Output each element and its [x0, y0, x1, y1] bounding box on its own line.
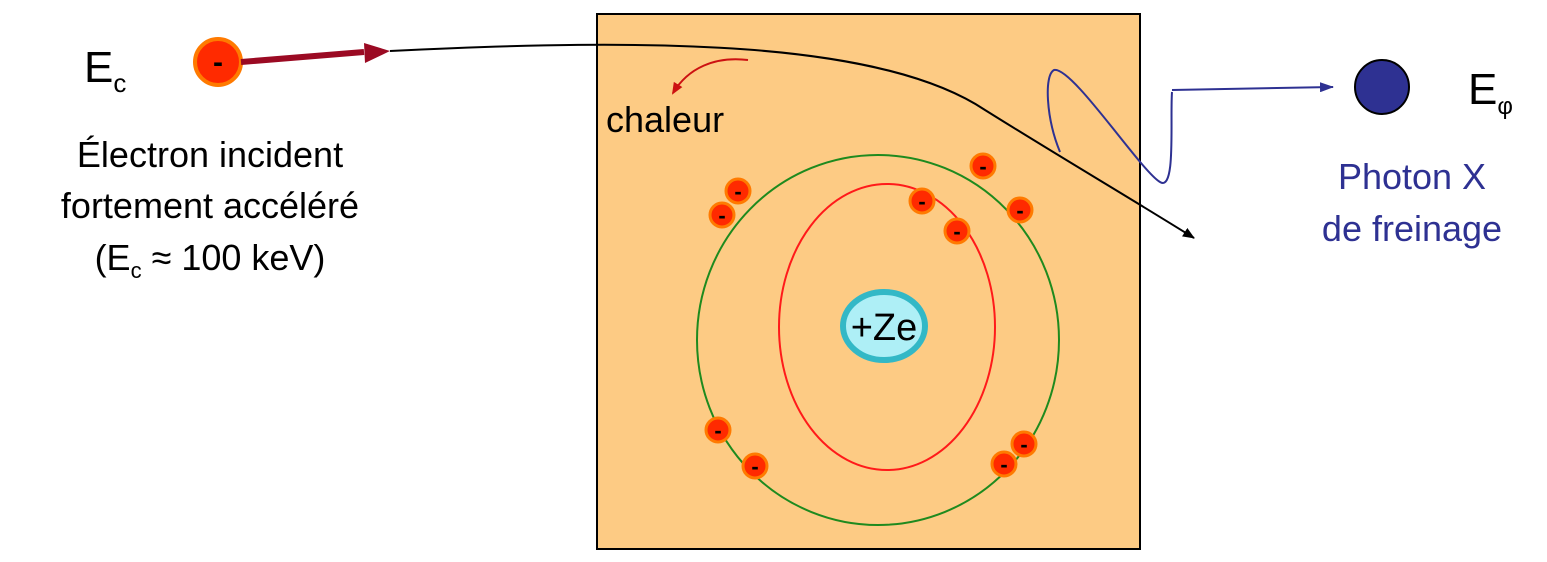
svg-text:-: - [714, 418, 721, 443]
orbital-electron: - [704, 416, 732, 444]
incident-electron-sign: - [213, 46, 223, 79]
incident-desc-line1: Électron incident [77, 134, 343, 175]
nucleus-label: +Ze [851, 307, 918, 349]
incident-energy-label: Ec [84, 43, 126, 98]
outer-orbit [696, 154, 1060, 526]
photon-label-line2: de freinage [1322, 208, 1502, 249]
orbital-electron: - [1010, 430, 1038, 458]
svg-text:-: - [953, 219, 960, 244]
inner-orbit [778, 183, 996, 471]
svg-text:-: - [751, 454, 758, 479]
incident-desc-line3: (Ec ≈ 100 keV) [95, 237, 326, 283]
orbital-electron: - [1006, 196, 1034, 224]
photon [1354, 59, 1410, 115]
svg-text:-: - [918, 189, 925, 214]
svg-text:-: - [1020, 432, 1027, 457]
orbital-electron: - [969, 152, 997, 180]
heat-arrow [671, 58, 749, 95]
orbital-electron: - [708, 201, 736, 229]
orbital-electron: - [741, 452, 769, 480]
svg-text:-: - [1000, 452, 1007, 477]
svg-text:-: - [718, 203, 725, 228]
heat-label: chaleur [606, 99, 724, 140]
orbital-electron: - [724, 177, 752, 205]
electron-trajectory [389, 43, 1195, 239]
nucleus [840, 289, 928, 363]
photon-energy-label: Eφ [1468, 65, 1513, 120]
orbital-electron: - [990, 450, 1018, 478]
incident-velocity-arrow [240, 49, 365, 65]
incident-desc-line2: fortement accéléré [61, 185, 359, 226]
photon-arrow [1171, 82, 1334, 93]
orbital-electron: - [943, 217, 971, 245]
orbital-electron: - [908, 187, 936, 215]
incident-velocity-arrowhead [364, 43, 390, 63]
svg-text:-: - [734, 179, 741, 204]
svg-text:-: - [979, 154, 986, 179]
photon-label-line1: Photon X [1338, 156, 1486, 197]
photon-wave [1046, 69, 1173, 184]
svg-text:-: - [1016, 198, 1023, 223]
